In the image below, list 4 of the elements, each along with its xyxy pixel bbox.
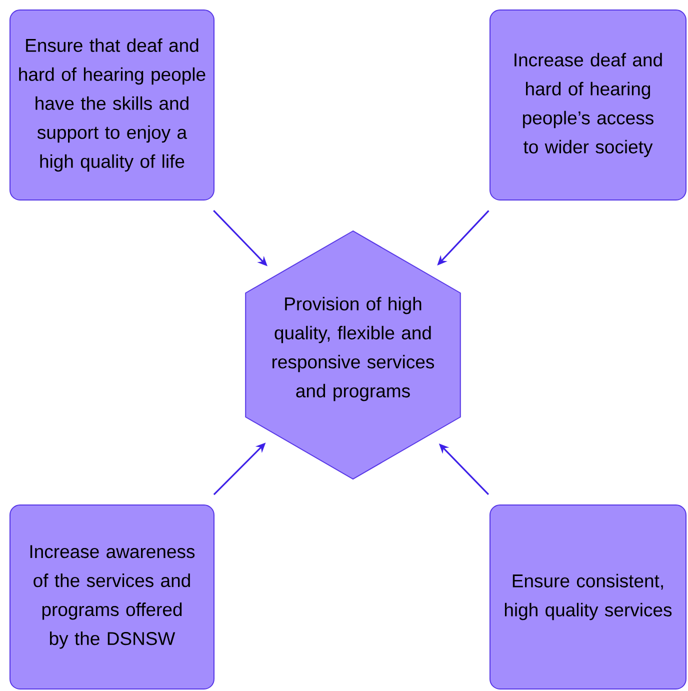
rounded-box: Increase awareness of the services and programs offered by the DSNSW bbox=[10, 504, 214, 690]
rounded-box: Increase deaf and hard of hearing people’s access to wider society bbox=[490, 10, 686, 200]
rounded-box: Ensure that deaf and hard of hearing people have the skills and support to enjoy a high quality of life bbox=[10, 10, 214, 200]
rounded-box: Ensure consistent, high quality services bbox=[490, 504, 686, 690]
